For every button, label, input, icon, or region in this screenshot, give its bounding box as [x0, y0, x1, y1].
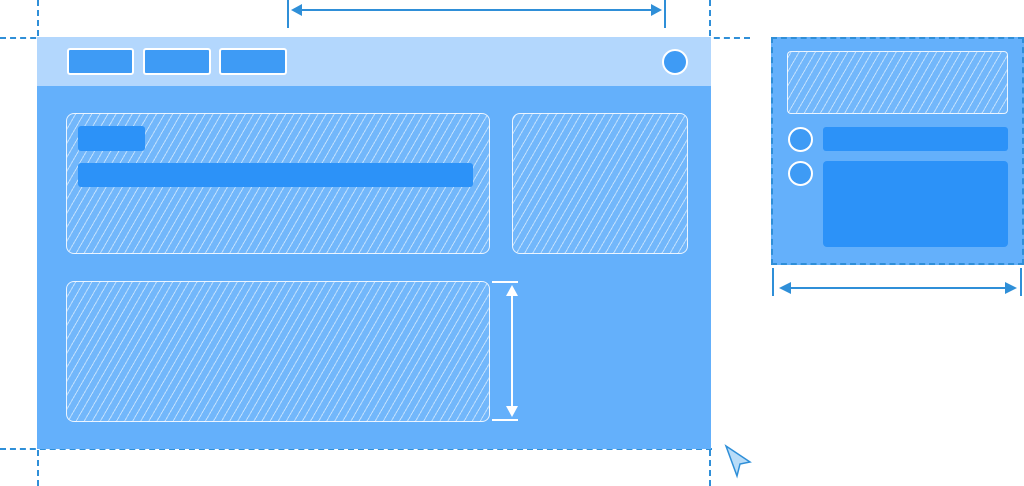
nav-button-1[interactable]	[67, 48, 134, 75]
side-card-row-1-avatar	[788, 127, 813, 152]
side-card-row-2-block	[823, 161, 1008, 247]
height-arrow-bottom-panel	[492, 281, 518, 421]
guide-bottom	[0, 448, 712, 450]
side-card-header-block	[787, 51, 1008, 114]
avatar[interactable]	[662, 49, 688, 75]
cursor-icon	[724, 444, 752, 479]
hero-title-block	[78, 126, 145, 151]
side-card-row-2-avatar	[788, 161, 813, 186]
side-panel	[512, 113, 688, 254]
hero-text-bar	[78, 163, 473, 187]
bottom-panel	[66, 281, 490, 422]
width-arrow-side-card	[772, 268, 1022, 296]
nav-button-3[interactable]	[219, 48, 287, 75]
nav-button-2[interactable]	[143, 48, 211, 75]
side-card-row-1-bar	[823, 127, 1008, 151]
width-arrow-top	[287, 0, 666, 28]
